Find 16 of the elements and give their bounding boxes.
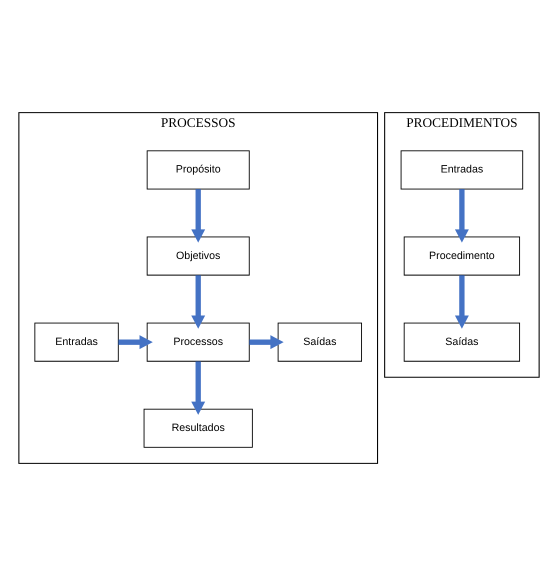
arrow	[454, 188, 469, 242]
node-box: Resultados	[144, 408, 253, 448]
node-box: Saídas	[404, 322, 520, 362]
node-box: Entradas	[34, 322, 119, 362]
node-box: Procedimento	[404, 236, 520, 276]
node-box: Saídas	[278, 322, 362, 362]
node-box: Propósito	[146, 150, 250, 189]
node-box: Objetivos	[146, 236, 250, 276]
arrow	[191, 188, 206, 242]
arrow	[191, 360, 206, 414]
arrow	[118, 334, 153, 349]
arrow	[249, 334, 284, 349]
arrow	[191, 274, 206, 328]
node-box: Entradas	[400, 150, 524, 189]
node-box: Processos	[146, 322, 250, 362]
arrow	[454, 274, 469, 328]
